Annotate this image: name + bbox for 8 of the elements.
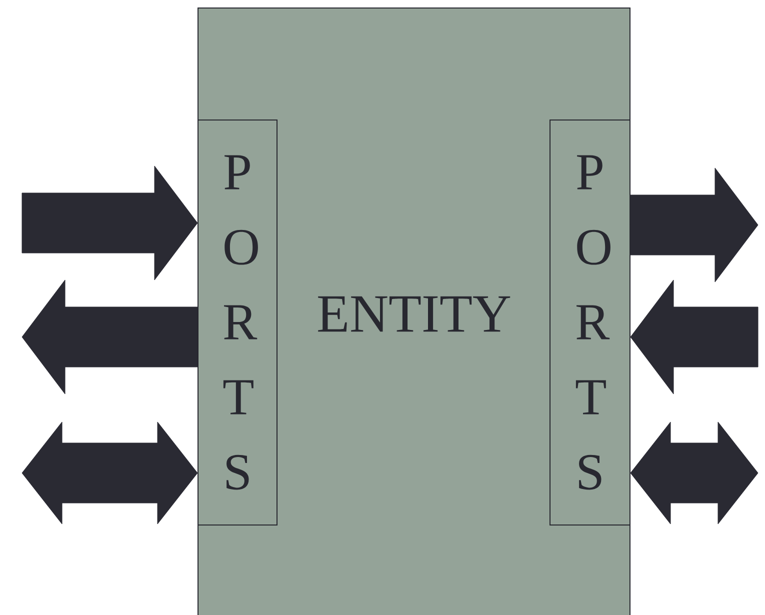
block-arrow xyxy=(630,168,758,282)
block-arrow xyxy=(22,166,198,280)
ports-box: P O R T S xyxy=(198,120,278,526)
block-arrow xyxy=(630,422,758,524)
ports-box: P O R T S xyxy=(550,120,630,526)
block-arrow xyxy=(22,422,198,524)
block-arrow xyxy=(630,280,758,394)
block-arrow xyxy=(22,280,198,394)
